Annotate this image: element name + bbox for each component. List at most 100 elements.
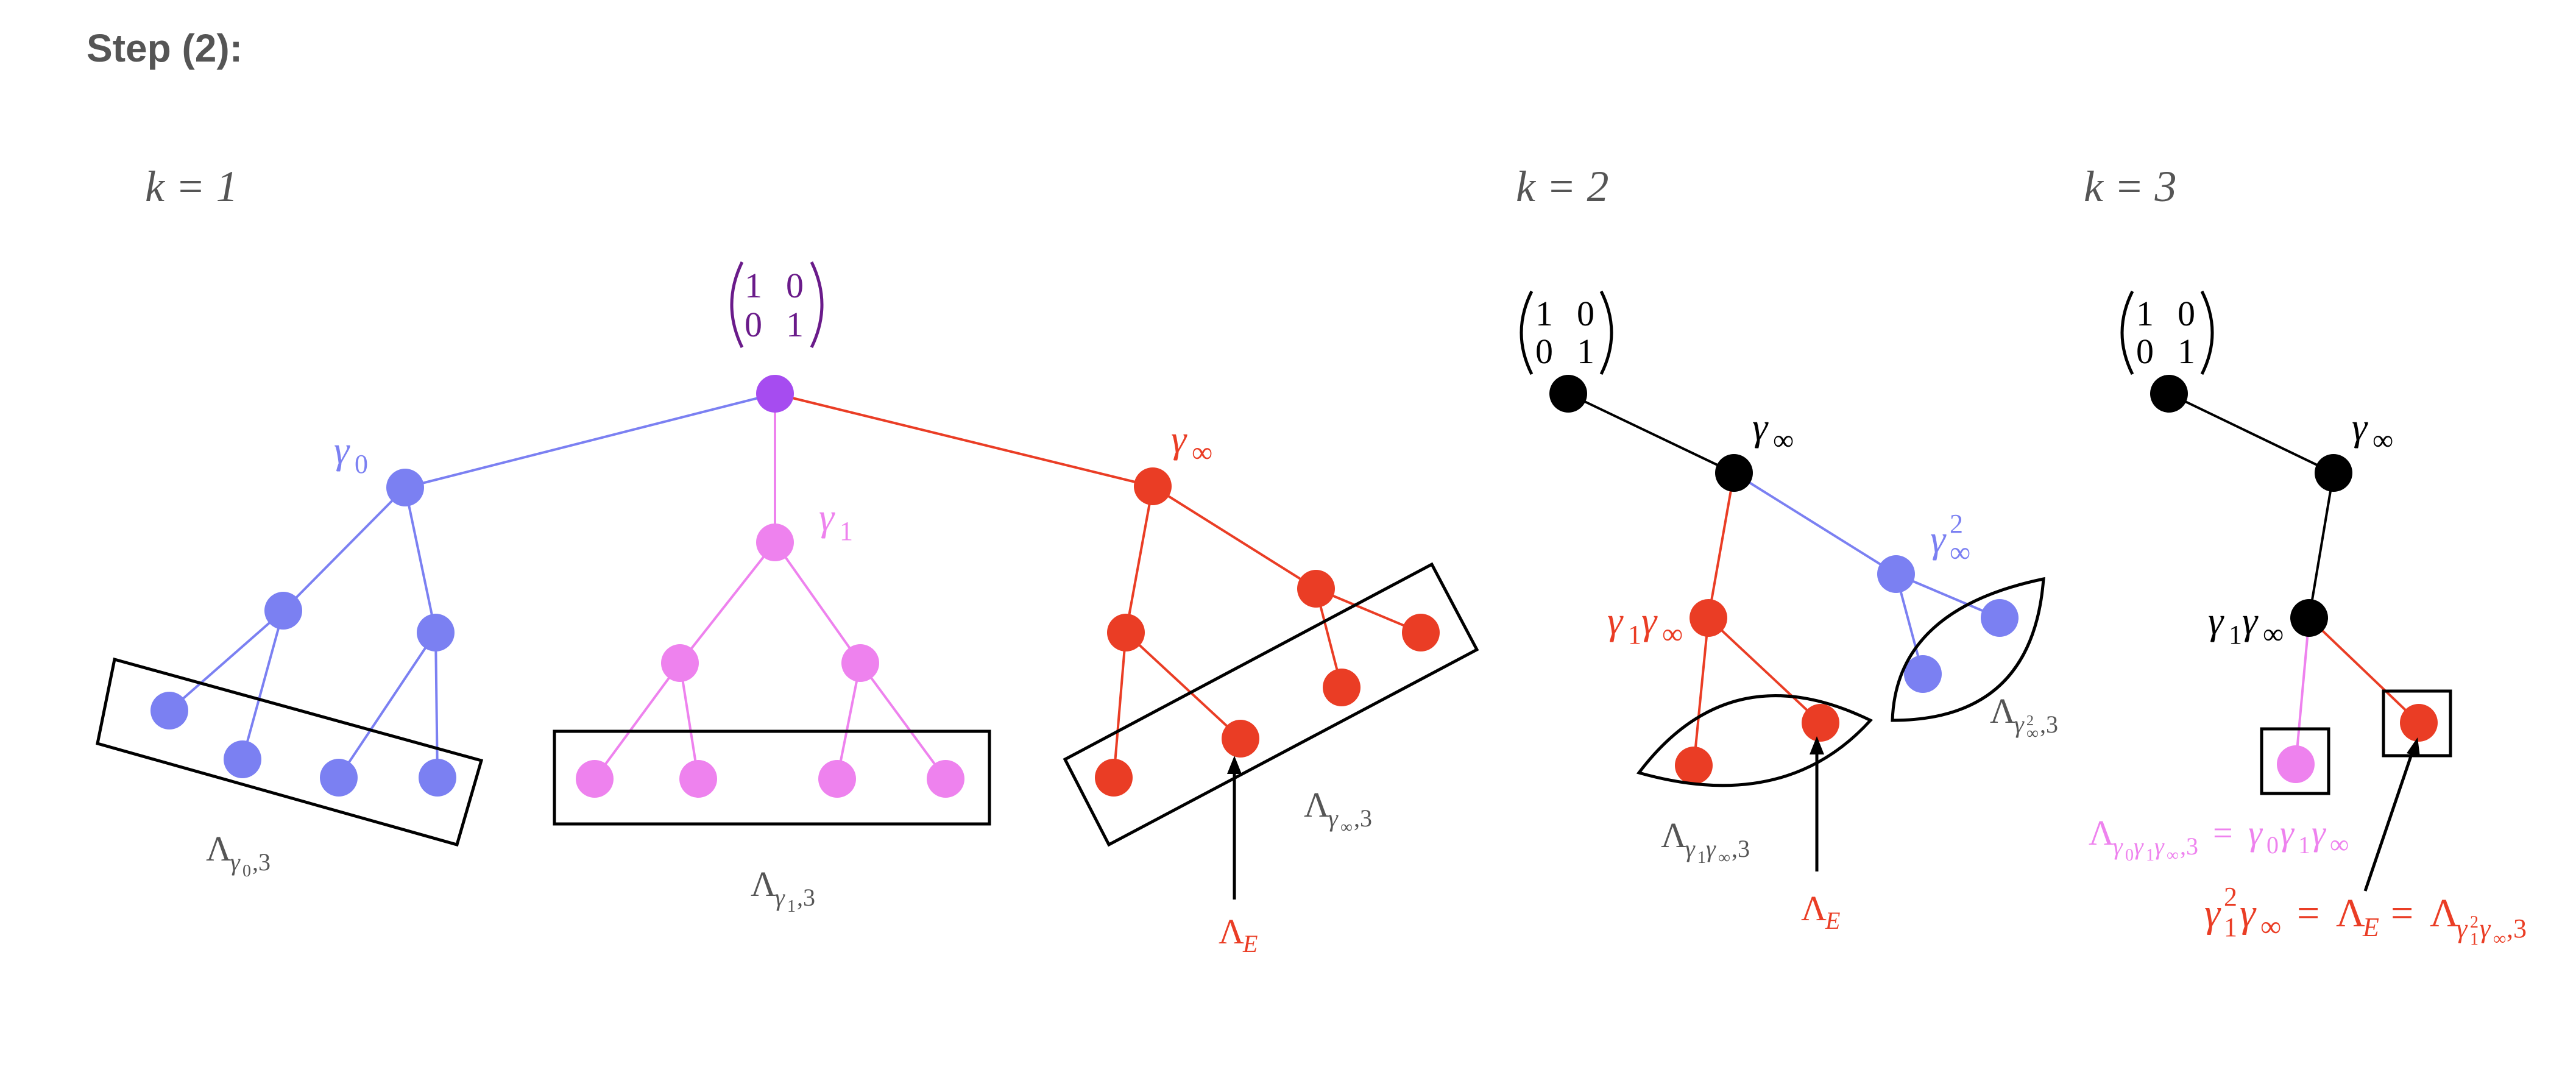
lambda-base: Λ [2430,891,2459,935]
lambda-sub-1: 1 [2470,930,2479,949]
node-gamma-inf-k2 [1715,454,1753,492]
node [576,760,614,798]
gamma: γ [2312,813,2327,853]
lambda-sub-gamma: γ [1328,804,1339,832]
node-gamma-inf [1134,467,1172,505]
label-sub: ∞ [1662,618,1683,650]
label-lambda-gamma1gammainf-k2: Λ γ 1 γ ∞ ,3 [1661,815,1750,867]
lambda-sub-3: ,3 [252,848,271,876]
lambda-sub-inf: ∞ [2026,724,2039,743]
gamma: γ [2204,891,2221,935]
equation-red-k3: γ 2 1 γ ∞ = Λ E = Λ γ 2 1 γ ∞ ,3 [2204,882,2527,949]
lens-gammainf-sq [1891,577,2045,722]
lambda-base: Λ [2336,891,2365,935]
lens-gamma1-gammainf [1636,694,1874,787]
root-node-k1 [756,375,794,413]
sub-inf: ∞ [2260,910,2281,943]
label-lambda-gammainf: Λ γ ∞ ,3 [1304,785,1372,837]
arrow-lambda-e-k2: Λ E [1801,736,1840,934]
node [1222,720,1259,758]
label-sub: ∞ [1950,536,1970,569]
lambda-base: Λ [1801,889,1827,928]
node-red-leaf-k3 [2400,704,2438,742]
lambda-sup-2: 2 [2026,713,2034,729]
edges-pink-k1 [593,394,947,780]
node [1675,747,1713,784]
label-lambda-e-k2: Λ E [1801,889,1840,934]
lambda-sub-e: E [1825,907,1840,934]
node [1107,614,1145,651]
node-pink-leaf-k3 [2277,745,2315,783]
lambda-sub-e: E [2362,912,2379,942]
node [841,644,879,682]
box-lambda-gamma1 [553,729,991,826]
lambda-sub-inf: ∞ [1718,848,1730,867]
gamma: γ [2248,813,2263,853]
sub-inf: ∞ [2330,829,2349,859]
lambda-sub-0: 0 [242,862,251,881]
lambda-sub-gamma: γ [2154,832,2165,860]
matrix-k2-c: 0 [1535,332,1553,371]
panel-label-k1: k = 1 [145,162,238,211]
label-gammainf-base: γ [1171,417,1187,461]
gamma: γ [2240,891,2257,935]
label-base: γ [1607,599,1624,642]
nodes-pink-k1 [576,523,964,798]
node [150,692,188,729]
node [679,760,717,798]
matrix-k2-b: 0 [1577,294,1594,333]
root-node-k3 [2150,375,2188,413]
lambda-sub-3: ,3 [2507,914,2527,943]
matrix-k1-b: 0 [786,266,804,305]
label-gamma1: γ 1 [819,495,853,546]
nodes-blue-k1 [150,469,456,797]
lambda-sub-1: 1 [2146,846,2154,865]
lambda-base: Λ [206,829,232,868]
lambda-base: Λ [1304,785,1329,825]
lambda-sub-gamma: γ [2014,711,2025,738]
matrix-k1-c: 0 [745,305,762,344]
label-base: γ [1930,517,1947,561]
label-gammainf-sub: ∞ [1192,436,1212,469]
lambda-sub-3: ,3 [797,884,815,911]
label-gamma0-sub: 0 [355,449,368,479]
lambda-sub-0: 0 [2125,846,2134,865]
box-lambda-gamma0 [96,657,484,847]
label-gamma-inf: γ ∞ [1171,417,1212,469]
node [224,740,261,778]
node [417,614,455,651]
lambda-base: Λ [1990,691,2015,731]
lambda-sup-2: 2 [2470,913,2479,932]
matrix-k3-a: 1 [2136,294,2154,333]
equation-pink-k3: Λ γ 0 γ 1 γ ∞ ,3 = γ 0 γ 1 γ ∞ [2089,813,2349,865]
label-lambda-e-k1: Λ E [1219,912,1258,957]
lambda-sub-e: E [1242,930,1258,957]
node [927,760,964,798]
lambda-sub-3: ,3 [2180,832,2198,860]
lambda-sub-inf: ∞ [1340,818,1353,837]
panel-label-k3: k = 3 [2084,162,2177,211]
step-title: Step (2): [87,26,242,70]
node [1402,614,1440,651]
equals-sign: = [2297,891,2319,935]
node-gamma1-gammainf-k2 [1690,599,1727,637]
matrix-k2-a: 1 [1535,294,1553,333]
label-gamma1-sub: 1 [840,516,853,546]
lambda-sub-gamma: γ [2113,832,2123,860]
label-sub: ∞ [1773,424,1794,456]
node [818,760,856,798]
label-base: γ [2352,405,2368,449]
matrix-k3-d: 1 [2178,332,2195,371]
root-matrix-k1: 1 0 0 1 [730,261,824,349]
label-sub: 1 [1628,620,1641,650]
lambda-sub-3: ,3 [1354,804,1372,832]
label-base: γ [1752,405,1769,449]
lambda-sub-gamma: γ [1685,835,1696,862]
node [1904,655,1942,693]
node [320,759,358,797]
label-sub: ∞ [2373,424,2393,456]
label-gamma-inf-k2: γ ∞ [1752,405,1794,456]
root-node-k2 [1549,375,1587,413]
